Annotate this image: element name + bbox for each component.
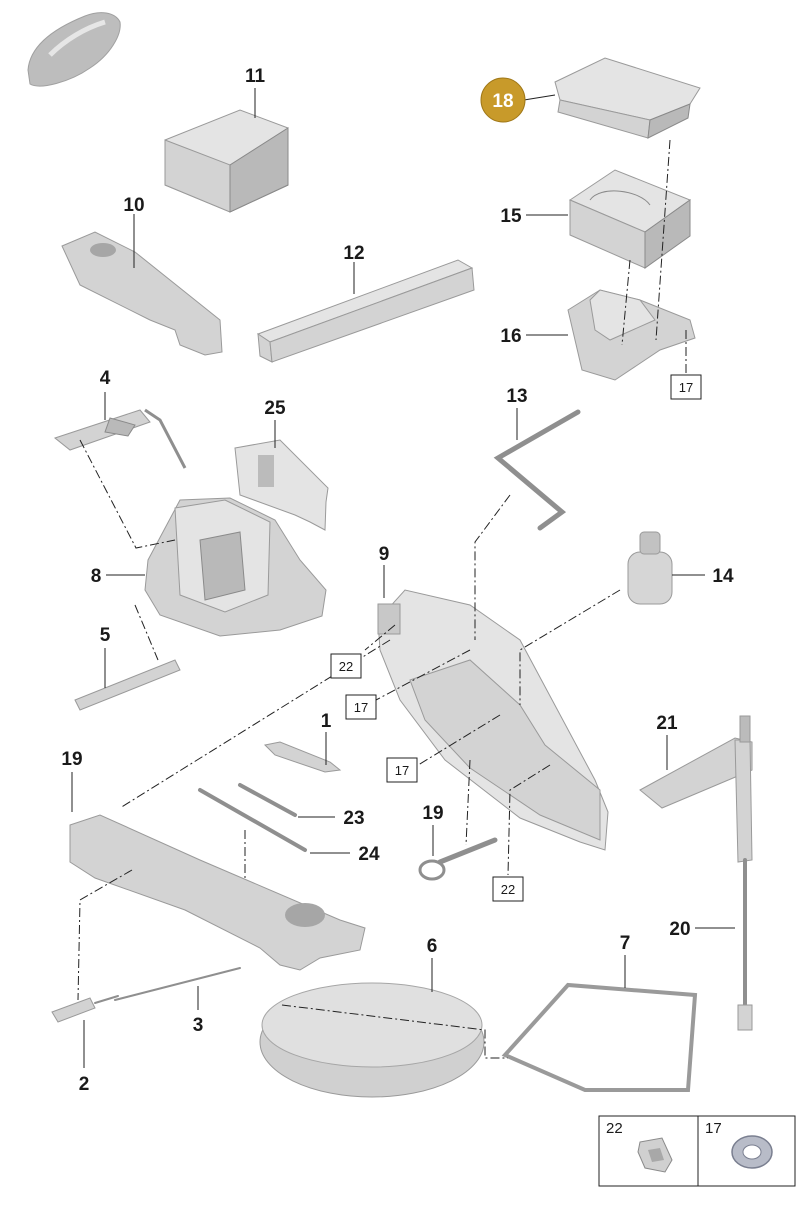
label-5: 5 — [100, 625, 111, 646]
label-6: 6 — [427, 936, 438, 957]
part-4-shape — [53, 408, 187, 469]
part-18-shape — [554, 57, 701, 139]
label-24: 24 — [358, 844, 380, 865]
part-7-shape — [501, 982, 698, 1092]
svg-text:22: 22 — [339, 659, 353, 674]
label-21: 21 — [656, 713, 678, 734]
highlight-badge-18[interactable] — [480, 77, 526, 123]
ref-box-22-lower[interactable]: 22 — [492, 876, 524, 902]
label-2: 2 — [79, 1074, 90, 1095]
label-3: 3 — [193, 1015, 204, 1036]
label-12: 12 — [343, 243, 364, 264]
svg-text:17: 17 — [395, 763, 409, 778]
label-10: 10 — [123, 195, 144, 216]
ref-box-17-mid[interactable]: 17 — [345, 694, 377, 720]
legend-box: 22 17 — [598, 1115, 796, 1187]
part-19b-shape — [418, 837, 498, 881]
part-19a-shape — [69, 814, 366, 971]
legend-label-17: 17 — [705, 1120, 722, 1137]
label-1: 1 — [321, 711, 332, 732]
part-23-24-shape — [198, 783, 307, 852]
washer-icon — [731, 1135, 773, 1169]
label-20: 20 — [669, 919, 690, 940]
legend-label-22: 22 — [606, 1120, 623, 1137]
svg-text:17: 17 — [679, 380, 693, 395]
ref-box-22-upper[interactable]: 22 — [330, 653, 362, 679]
part-14-shape — [627, 531, 673, 605]
label-7: 7 — [620, 933, 631, 954]
part-8-shape — [144, 497, 327, 637]
clip-icon — [637, 1137, 673, 1173]
car-silhouette-icon — [27, 12, 121, 87]
label-8: 8 — [91, 566, 102, 587]
label-19-right: 19 — [422, 803, 443, 824]
label-18: 18 — [492, 91, 513, 112]
part-21-shape — [639, 715, 753, 1031]
label-14: 14 — [712, 566, 734, 587]
part-12-shape — [256, 259, 475, 363]
label-23: 23 — [343, 808, 364, 829]
part-2-shape — [51, 995, 119, 1023]
label-11: 11 — [245, 66, 266, 87]
label-15: 15 — [500, 206, 522, 227]
part-6-shape — [259, 982, 485, 1098]
part-9-shape — [377, 589, 609, 851]
label-9: 9 — [379, 544, 390, 565]
part-13-shape — [493, 409, 581, 531]
ref-box-17-lower[interactable]: 17 — [386, 757, 418, 783]
ref-box-17-top[interactable]: 17 — [670, 374, 702, 400]
part-15-shape — [568, 169, 692, 269]
svg-text:17: 17 — [354, 700, 368, 715]
label-25: 25 — [264, 398, 286, 419]
label-4: 4 — [100, 368, 111, 389]
part-16-shape — [567, 289, 696, 381]
part-11-shape — [164, 109, 289, 213]
label-16: 16 — [500, 326, 521, 347]
part-1-shape — [263, 741, 342, 773]
part-10-shape — [61, 231, 223, 356]
label-13: 13 — [506, 386, 527, 407]
part-3-shape — [114, 967, 241, 1001]
part-25-shape — [234, 439, 329, 531]
label-19-left: 19 — [61, 749, 82, 770]
svg-text:22: 22 — [501, 882, 515, 897]
part-5-shape — [74, 659, 181, 711]
